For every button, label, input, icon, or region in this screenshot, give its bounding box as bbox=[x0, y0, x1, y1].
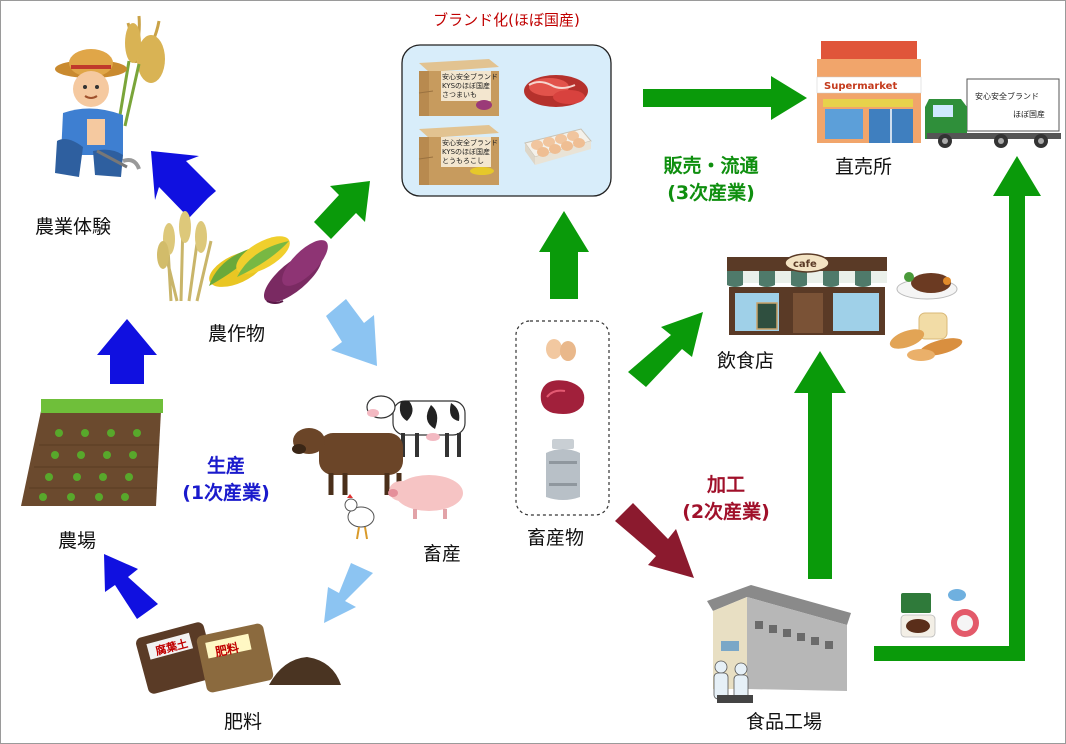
label-crops: 農作物 bbox=[208, 323, 266, 345]
livestock-icon bbox=[292, 395, 466, 540]
label-fertilizer: 肥料 bbox=[224, 711, 263, 733]
store-sign-text: Supermarket bbox=[824, 81, 897, 92]
phase-processing-title: 加工 bbox=[706, 474, 745, 496]
box2-text-line3: とうもろこし bbox=[442, 157, 484, 165]
delivery-truck-icon: 安心安全ブランド ほぼ国産 bbox=[925, 78, 1061, 148]
steak-plate-icon bbox=[896, 272, 958, 300]
phase-processing-sub: (2次産業) bbox=[682, 501, 770, 523]
milk-can-icon bbox=[546, 439, 580, 500]
box1-text: 安心安全ブランド KYSのほぼ国産 さつまいも bbox=[442, 73, 498, 100]
label-food-factory: 食品工場 bbox=[746, 711, 823, 733]
brand-products-box bbox=[401, 44, 612, 197]
label-livestock-products: 畜産物 bbox=[527, 527, 585, 549]
box2-text: 安心安全ブランド KYSのほぼ国産 とうもろこし bbox=[442, 139, 498, 166]
arrow-products-to-factory bbox=[615, 503, 694, 578]
livestock-products-box bbox=[515, 320, 610, 516]
phase-production-title: 生産 bbox=[206, 455, 245, 477]
phase-sales-title: 販売・流通 bbox=[663, 155, 759, 177]
farm-field-icon bbox=[21, 399, 163, 506]
phase-sales: 販売・流通 (3次産業) bbox=[641, 153, 781, 207]
arrow-fertilizer-to-farm bbox=[104, 554, 158, 619]
phase-processing: 加工 (2次産業) bbox=[661, 472, 791, 526]
arrow-factory-to-store bbox=[874, 156, 1041, 661]
brand-title: ブランド化(ほぼ国産) bbox=[433, 11, 580, 29]
box2-text-line2: KYSのほぼ国産 bbox=[442, 148, 491, 156]
arrow-products-to-brand bbox=[539, 211, 589, 299]
corn-box bbox=[418, 125, 499, 185]
arrow-livestock-to-fertilizer bbox=[324, 563, 373, 623]
packaged-foods-icon bbox=[900, 589, 979, 638]
arrow-products-to-restaurant bbox=[628, 312, 703, 387]
label-restaurant: 飲食店 bbox=[717, 350, 775, 372]
farmer-icon bbox=[55, 15, 165, 177]
arrow-brand-to-store bbox=[643, 76, 807, 120]
label-direct-store: 直売所 bbox=[835, 156, 893, 178]
meat-block-icon bbox=[540, 380, 585, 414]
direct-store-icon: Supermarket bbox=[816, 41, 922, 143]
cafe-sign-text: cafe bbox=[793, 259, 817, 270]
box2-text-line1: 安心安全ブランド bbox=[442, 139, 498, 147]
phase-production: 生産 (1次産業) bbox=[161, 453, 291, 507]
bread-icon bbox=[889, 312, 963, 361]
label-livestock: 畜産 bbox=[423, 543, 462, 565]
meat-icon bbox=[524, 75, 588, 107]
box1-text-line2: KYSのほぼ国産 bbox=[442, 82, 491, 90]
restaurant-icon: cafe bbox=[727, 253, 887, 335]
arrow-farm-to-crops bbox=[97, 319, 157, 384]
truck-text-line1: 安心安全ブランド bbox=[975, 91, 1039, 101]
truck-text-line2: ほぼ国産 bbox=[1013, 109, 1045, 119]
label-agri-experience: 農業体験 bbox=[35, 216, 112, 238]
box1-text-line3: さつまいも bbox=[442, 91, 477, 99]
eggs-icon bbox=[546, 339, 576, 361]
phase-sales-sub: (3次産業) bbox=[667, 182, 755, 204]
arrow-crops-to-livestock bbox=[326, 299, 377, 366]
arrow-crops-to-experience bbox=[151, 151, 216, 218]
fertilizer-bags-icon bbox=[136, 622, 341, 694]
arrow-factory-to-restaurant bbox=[794, 351, 846, 579]
sweet-potato-box bbox=[418, 59, 499, 116]
label-farm: 農場 bbox=[58, 530, 97, 552]
egg-carton-icon bbox=[524, 128, 592, 165]
food-factory-icon bbox=[707, 585, 851, 703]
phase-production-sub: (1次産業) bbox=[182, 482, 270, 504]
crops-icon bbox=[157, 211, 328, 304]
box1-text-line1: 安心安全ブランド bbox=[442, 73, 498, 81]
arrow-crops-to-brand bbox=[314, 181, 370, 239]
